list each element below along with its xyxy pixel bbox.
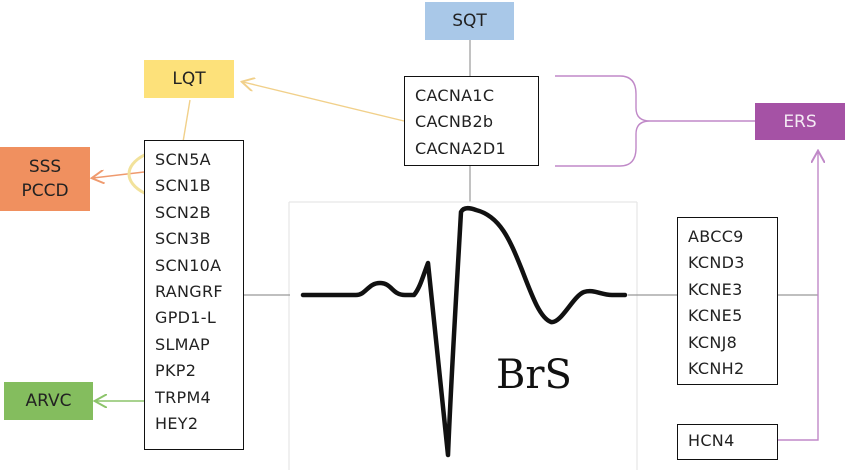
gene-item: CACNB2b <box>415 112 494 132</box>
gene-item: KCNJ8 <box>688 332 738 352</box>
gene-item: RANGRF <box>155 282 223 302</box>
gene-item: KCND3 <box>688 253 745 273</box>
sss-pccd-box: SSS PCCD <box>0 147 90 211</box>
potassium-gene-box: ABCC9 KCND3 KCNE3 KCNE5 KCNJ8 KCNH2 <box>677 217 778 385</box>
gene-item: SCN1B <box>155 176 211 196</box>
gene-item: GPD1-L <box>155 308 217 328</box>
gene-item: HEY2 <box>155 414 199 434</box>
calcium-ers-brace <box>555 75 755 167</box>
pccd-label: PCCD <box>21 181 69 201</box>
gene-item: CACNA2D1 <box>415 138 507 158</box>
gene-item: SCN5A <box>155 150 211 169</box>
gene-item: HCN4 <box>688 431 735 450</box>
sss-label: SSS <box>28 157 62 177</box>
gene-item: SCN3B <box>155 229 211 249</box>
gene-item: ABCC9 <box>688 227 744 246</box>
gene-item: TRPM4 <box>155 387 212 407</box>
gene-item: CACNA1C <box>415 86 495 105</box>
gene-item: PKP2 <box>155 361 197 381</box>
lqt-label: LQT <box>172 69 206 89</box>
arvc-label: ARVC <box>25 391 72 411</box>
ecg-trace <box>300 206 628 458</box>
gene-item: KCNH2 <box>688 359 745 379</box>
brs-label: BrS <box>496 352 572 398</box>
calcium-to-lqt-arrow <box>243 82 405 122</box>
gene-item: SCN10A <box>155 255 222 275</box>
sodium-to-sss-arrow <box>93 172 145 178</box>
arvc-box: ARVC <box>4 382 93 420</box>
lqt-box: LQT <box>144 60 234 98</box>
gene-item: KCNE5 <box>688 306 743 326</box>
hcn-to-ers-arrow <box>778 152 818 441</box>
gene-item: SCN2B <box>155 202 211 222</box>
ers-box: ERS <box>755 103 845 140</box>
ers-label: ERS <box>783 111 817 132</box>
calcium-gene-box: CACNA1C CACNB2b CACNA2D1 <box>404 76 539 166</box>
sqt-box: SQT <box>425 2 514 40</box>
gene-item: KCNE3 <box>688 279 743 299</box>
sqt-label: SQT <box>452 11 487 31</box>
hcn-gene-box: HCN4 <box>677 424 778 460</box>
gene-item: SLMAP <box>155 334 210 354</box>
sodium-gene-box: SCN5A SCN1B SCN2B SCN3B SCN10A RANGRF GP… <box>144 140 244 450</box>
